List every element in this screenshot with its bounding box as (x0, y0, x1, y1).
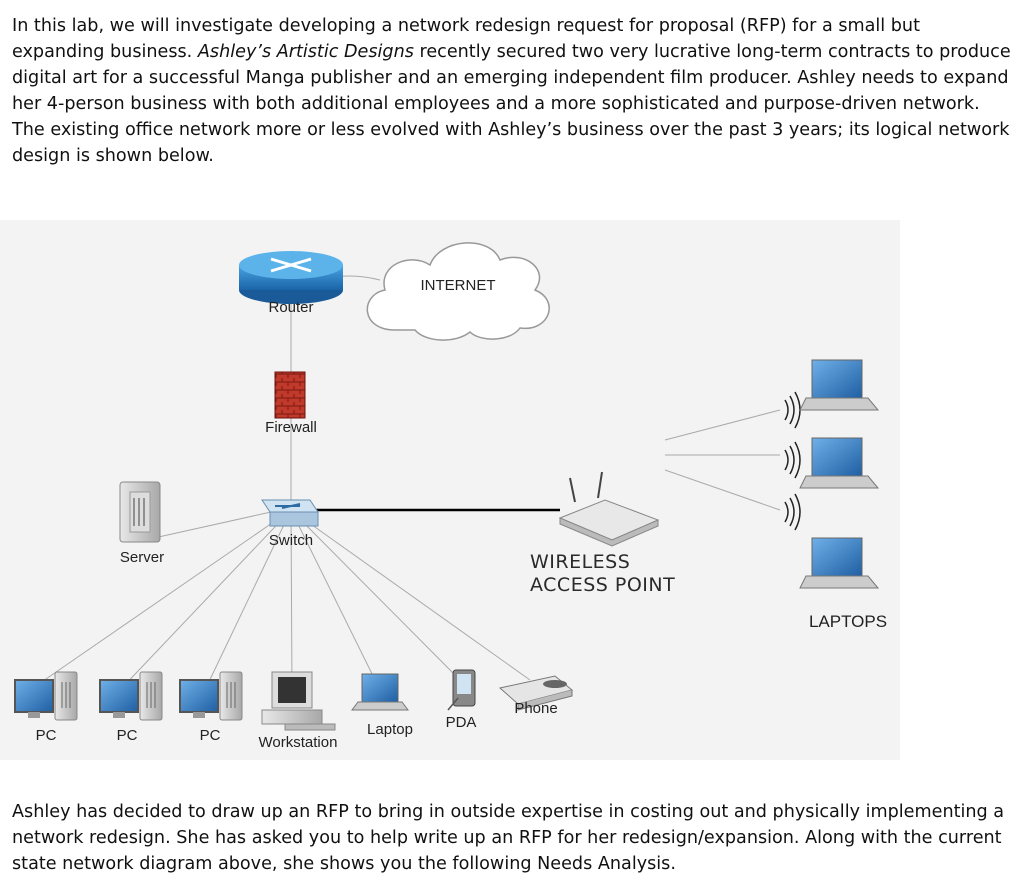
pc-icon (179, 671, 243, 721)
laptop-icon (799, 437, 880, 489)
connection-lines (29, 275, 781, 691)
laptop-icon (799, 537, 880, 589)
intro-paragraph: In this lab, we will investigate develop… (12, 13, 1012, 169)
wap-label-line1: WIRELESS (530, 551, 630, 573)
internet-label: INTERNET (421, 277, 496, 294)
pc-icon (14, 671, 78, 721)
closing-paragraph: Ashley has decided to draw up an RFP to … (12, 802, 1005, 874)
wap-label-line2: ACCESS POINT (530, 574, 675, 596)
switch-icon (261, 499, 319, 527)
laptop-label: Laptop (367, 721, 413, 738)
pc-icon (99, 671, 163, 721)
laptop-icon (351, 673, 409, 711)
wireless-access-point-icon (558, 471, 660, 547)
network-diagram: INTERNET Router Firewall Switch Server W… (0, 220, 900, 760)
company-name: Ashley’s Artistic Designs (197, 42, 414, 62)
workstation-label: Workstation (259, 734, 338, 751)
pda-label: PDA (446, 714, 477, 731)
intro-text-1: In this lab, we will investigate develop… (12, 16, 920, 62)
router-icon (239, 251, 343, 304)
firewall-label: Firewall (265, 419, 317, 436)
pc-label-2: PC (117, 727, 138, 744)
phone-icon (498, 675, 574, 711)
workstation-icon (261, 671, 336, 731)
internet-cloud-icon (366, 242, 550, 341)
server-icon (119, 481, 161, 543)
laptop-icon (799, 359, 880, 411)
server-label: Server (120, 549, 164, 566)
pc-label-3: PC (200, 727, 221, 744)
laptops-label: LAPTOPS (809, 612, 887, 631)
pc-label-1: PC (36, 727, 57, 744)
router-label: Router (268, 299, 313, 316)
phone-label: Phone (514, 700, 557, 717)
firewall-icon (274, 371, 306, 419)
pda-icon (447, 669, 476, 711)
switch-label: Switch (269, 532, 313, 549)
intro-text-2: recently secured two very lucrative long… (12, 42, 1011, 166)
